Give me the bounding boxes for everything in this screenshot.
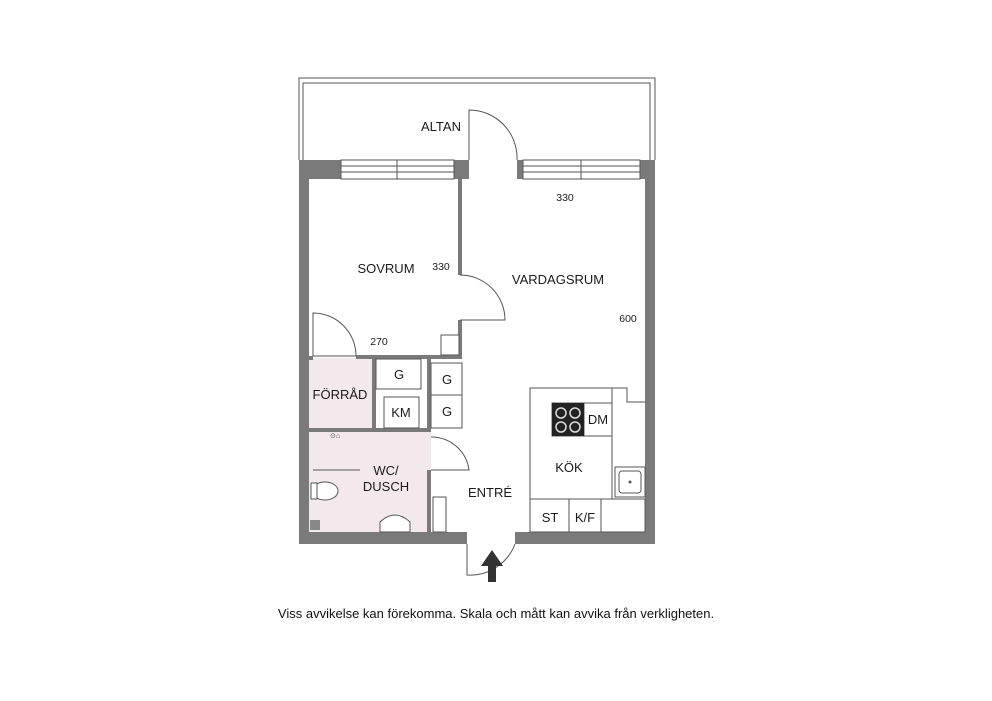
label-wc-line1: WC/ [373, 463, 399, 478]
dim-vardagsrum-depth: 600 [619, 313, 637, 325]
label-sovrum: SOVRUM [357, 261, 414, 276]
label-garderob-2: G [442, 372, 452, 387]
forrad-floor [309, 358, 375, 428]
dim-sovrum-width: 330 [432, 261, 450, 273]
disclaimer-text: Viss avvikelse kan förekomma. Skala och … [277, 606, 715, 621]
dim-vardagsrum-width: 330 [556, 192, 574, 204]
wc-floor [309, 430, 431, 532]
bathroom-fixtures: ⊙⌂ [310, 433, 411, 533]
label-garderob-1: G [394, 367, 404, 382]
svg-text:⊙⌂: ⊙⌂ [330, 433, 340, 440]
label-kok: KÖK [555, 460, 583, 475]
interior-walls [309, 179, 462, 532]
label-vardagsrum: VARDAGSRUM [512, 272, 604, 287]
dim-sovrum-depth: 270 [370, 336, 388, 348]
label-altan: ALTAN [421, 119, 461, 134]
label-entre: ENTRÉ [468, 485, 512, 500]
label-dm: DM [588, 412, 608, 427]
cooktop [552, 403, 584, 436]
balcony [298, 77, 656, 160]
windows [340, 159, 641, 180]
label-forrad: FÖRRÅD [313, 387, 368, 402]
label-wc-line2: DUSCH [363, 479, 409, 494]
label-garderob-3: G [442, 404, 452, 419]
label-km: KM [391, 405, 411, 420]
exterior-walls [299, 160, 655, 544]
fixtures [375, 334, 463, 533]
entry-arrow-icon [481, 550, 503, 582]
label-st: ST [542, 510, 559, 525]
label-kf: K/F [575, 510, 595, 525]
